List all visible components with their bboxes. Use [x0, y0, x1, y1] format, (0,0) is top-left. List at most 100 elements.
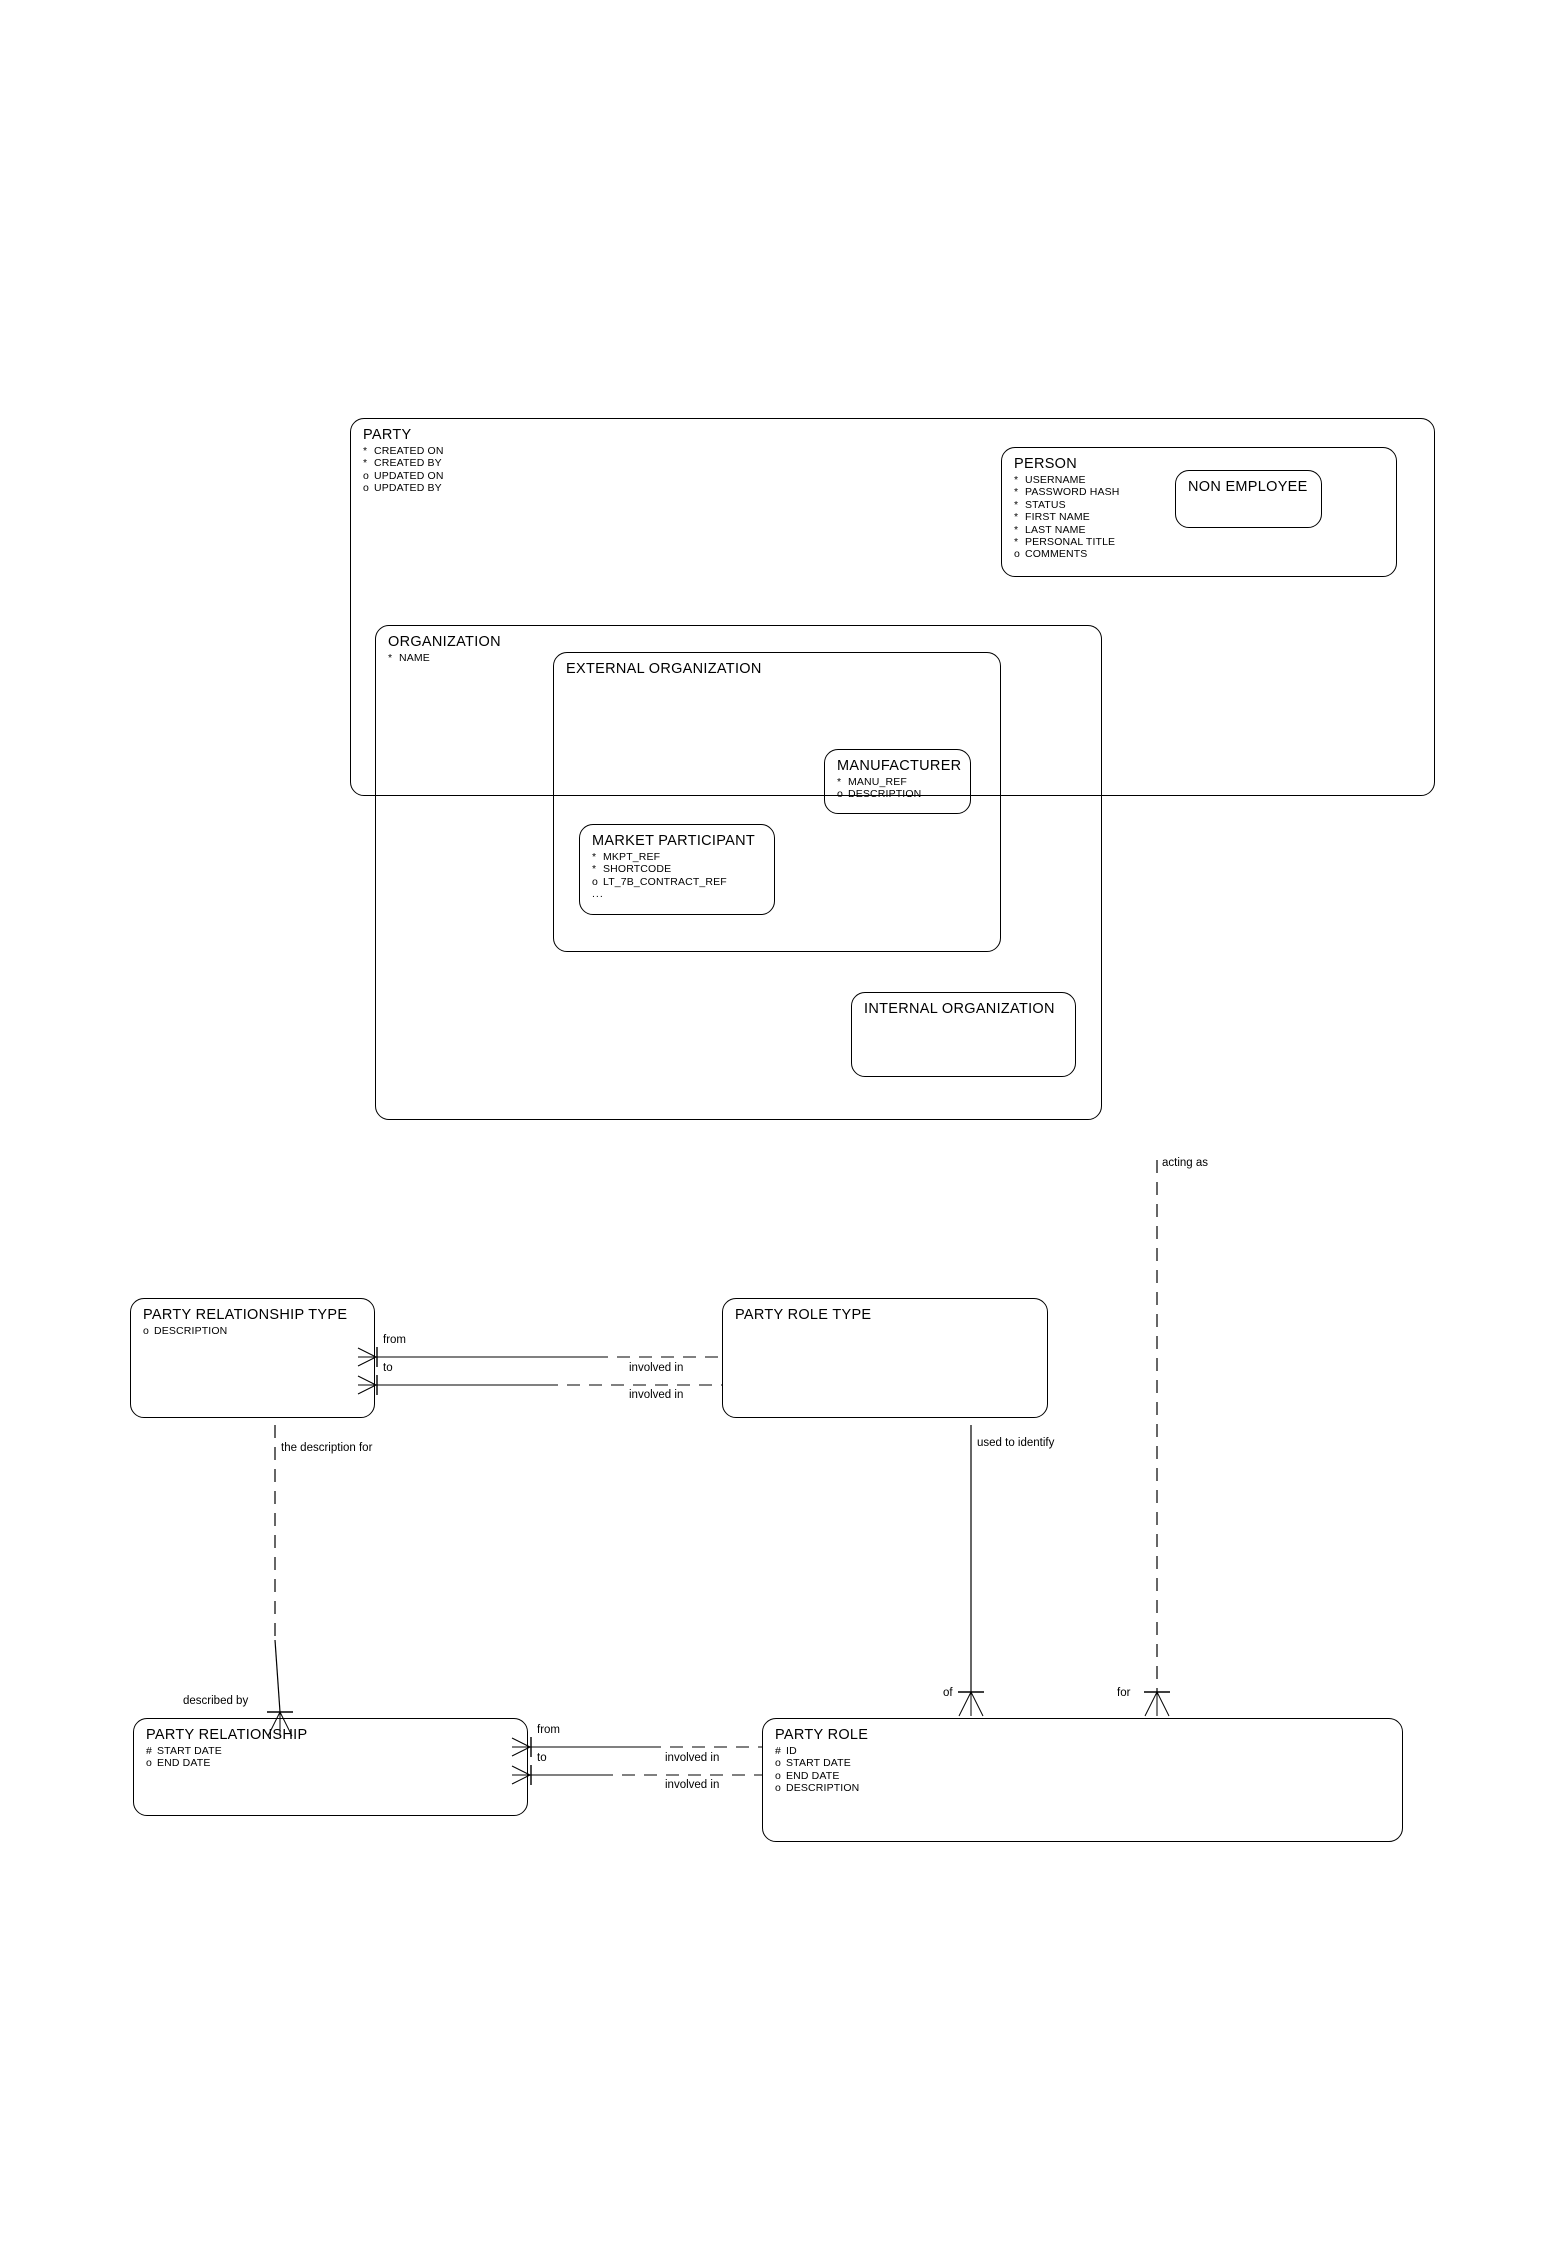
entity-non-employee[interactable]: NON EMPLOYEE [1175, 470, 1322, 528]
attribute-row: *USERNAME [1014, 474, 1386, 486]
entity-person-attributes: *USERNAME *PASSWORD HASH *STATUS *FIRST … [1014, 474, 1386, 561]
attribute-name: SHORTCODE [603, 863, 672, 876]
attribute-marker: o [363, 469, 369, 482]
attribute-name: FIRST NAME [1025, 511, 1090, 524]
attribute-name: PASSWORD HASH [1025, 486, 1120, 499]
attribute-name: PERSONAL TITLE [1025, 536, 1116, 549]
attribute-overflow-indicator: ... [592, 888, 604, 901]
label-for: for [1117, 1687, 1131, 1699]
entity-party-relationship-type-title: PARTY RELATIONSHIP TYPE [143, 1307, 348, 1323]
label-prt-involved-in-top: involved in [629, 1362, 684, 1374]
attribute-name: UPDATED ON [374, 469, 444, 482]
attribute-marker: * [1014, 486, 1019, 499]
label-pr-involved-in-bottom: involved in [665, 1779, 720, 1791]
crowsfoot-leg [1156, 1691, 1170, 1717]
entity-market-participant-attributes: *MKPT_REF * SHORTCODE o LT_7B_CONTRACT_REF… [592, 851, 764, 901]
attribute-name: ID [786, 1745, 797, 1757]
entity-market-participant-title: MARKET PARTICIPANT [592, 833, 756, 849]
attribute-marker: # [775, 1745, 781, 1757]
label-acting-as: acting as [1162, 1157, 1209, 1169]
attribute-row: *NAME [388, 652, 1091, 664]
label-pr-from: from [537, 1724, 560, 1736]
attribute-name: LAST NAME [1025, 523, 1086, 536]
entity-external-organization[interactable]: EXTERNAL ORGANIZATION [553, 652, 1001, 952]
attribute-row: # ID [775, 1745, 1392, 1757]
attribute-name: MANU_REF [848, 776, 907, 788]
attribute-marker: o [775, 1782, 781, 1795]
attribute-marker: o [775, 1757, 781, 1770]
entity-organization-title: ORGANIZATION [388, 634, 501, 650]
attribute-marker: o [775, 1769, 781, 1782]
attribute-marker: o [146, 1757, 152, 1770]
crowsfoot-leg [1144, 1691, 1158, 1717]
attribute-marker: * [1014, 536, 1019, 549]
entity-internal-organization[interactable]: INTERNAL ORGANIZATION [851, 992, 1076, 1077]
entity-party-relationship-title: PARTY RELATIONSHIP [146, 1727, 308, 1743]
crowsfoot-leg [958, 1691, 972, 1717]
attribute-row: *MKPT_REF [592, 851, 764, 863]
label-described-by: described by [183, 1695, 249, 1707]
label-pr-to: to [537, 1752, 547, 1764]
attribute-marker: * [363, 445, 368, 457]
crowsfoot-leg [970, 1691, 984, 1717]
attribute-row: *LAST NAME [1014, 524, 1386, 536]
label-of: of [943, 1687, 953, 1699]
attribute-marker: o [592, 875, 598, 888]
attribute-row: * PASSWORD HASH [1014, 486, 1386, 498]
attribute-marker: # [146, 1745, 152, 1757]
attribute-row: * SHORTCODE [592, 863, 764, 875]
attribute-row: o LT_7B_CONTRACT_REF [592, 876, 764, 888]
attribute-name: NAME [399, 652, 430, 664]
entity-person[interactable]: PERSON *USERNAME *PASSWORD HASH *STATUS … [1001, 447, 1397, 577]
attribute-row: *STATUS [1014, 499, 1386, 511]
attribute-marker: * [1014, 498, 1019, 511]
label-prt-from: from [383, 1334, 406, 1346]
entity-organization[interactable]: ORGANIZATION *NAME [375, 625, 1102, 1120]
attribute-marker: * [592, 863, 597, 876]
attribute-name: CREATED ON [374, 445, 444, 457]
entity-non-employee-title: NON EMPLOYEE [1188, 479, 1308, 495]
attribute-row: o UPDATED ON [363, 470, 1424, 482]
attribute-name: LT_7B_CONTRACT_REF [603, 875, 727, 888]
entity-organization-attributes: *NAME [388, 652, 1091, 664]
attribute-marker: o [837, 788, 843, 801]
label-the-description-for: the description for [281, 1442, 373, 1454]
entity-party-role-type[interactable]: PARTY ROLE TYPE [722, 1298, 1048, 1418]
label-prt-involved-in-bottom: involved in [629, 1389, 684, 1401]
attribute-name: UPDATED BY [374, 482, 442, 495]
entity-party[interactable]: PARTY * CREATED ON * CREATED BY o UPDATED O… [350, 418, 1435, 796]
label-used-to-identify: used to identify [977, 1437, 1055, 1449]
attribute-row: # START DATE [146, 1745, 517, 1757]
relationship-pr-to-involved-in [511, 1765, 762, 1785]
attribute-name: CREATED BY [374, 457, 442, 470]
attribute-marker: o [1014, 548, 1020, 561]
relationship-used-to-identify [958, 1425, 984, 1717]
attribute-row: *FIRST NAME [1014, 511, 1386, 523]
attribute-name: START DATE [157, 1745, 222, 1757]
entity-person-title: PERSON [1014, 456, 1078, 472]
attribute-marker: o [143, 1325, 149, 1337]
attribute-row: * PERSONAL TITLE [1014, 536, 1386, 548]
entity-party-title: PARTY [363, 427, 412, 443]
attribute-marker: * [363, 457, 368, 470]
attribute-row: *MANU_REF [837, 776, 960, 788]
entity-market-participant[interactable]: MARKET PARTICIPANT *MKPT_REF * SHORTCODE … [579, 824, 775, 915]
entity-external-organization-title: EXTERNAL ORGANIZATION [566, 661, 762, 677]
